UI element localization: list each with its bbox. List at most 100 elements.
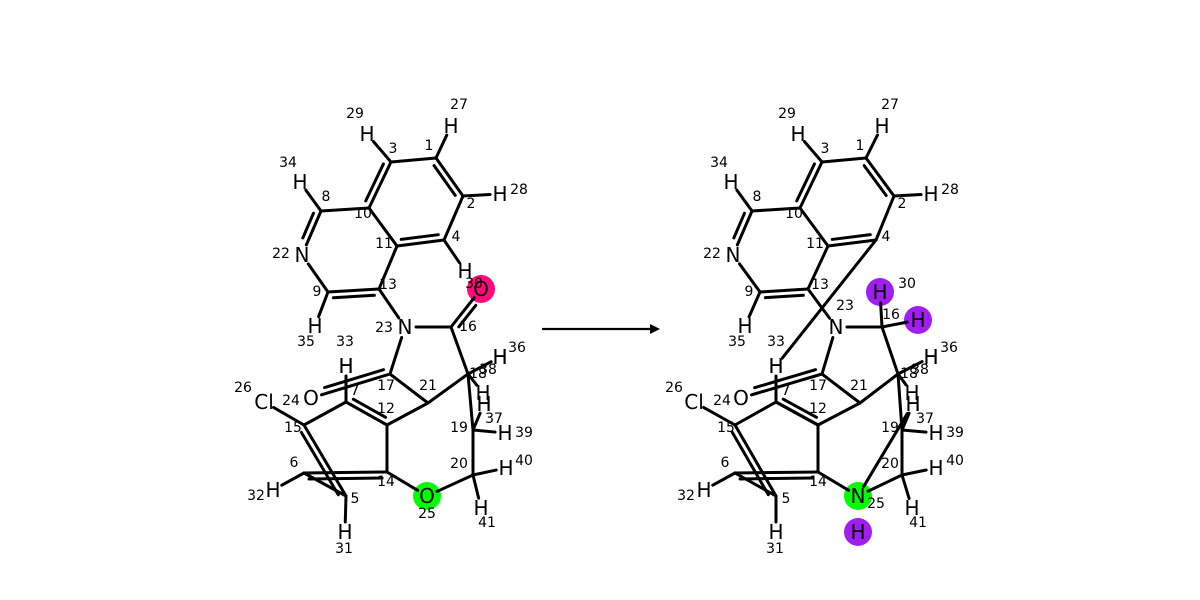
reactant-atom-h: H	[492, 345, 507, 369]
reactant-atom-h-37: H	[476, 392, 491, 416]
reactant-bond	[302, 471, 348, 498]
reactant-bond	[304, 209, 323, 247]
product-atom-h-41: H	[904, 496, 919, 520]
reactant-h-bond	[304, 188, 323, 213]
product-bond-double	[763, 293, 805, 300]
reactant-atom-index-22: 22	[272, 246, 290, 262]
reactant-atom-index-16: 16	[459, 319, 477, 335]
product-atom-index-19: 19	[881, 420, 899, 436]
product-bond-double	[738, 476, 815, 481]
reactant-atom-chlorine-26: Cl	[254, 390, 274, 414]
product-atom-index-4: 4	[882, 229, 891, 245]
reactant-h-bond	[434, 133, 449, 160]
product-atom-index-32: 32	[677, 488, 695, 504]
product-highlight-h42	[904, 306, 932, 334]
reactant-atom-index-40: 40	[515, 453, 533, 469]
reactant-atom-index-17: 17	[377, 378, 395, 394]
reactant-bond	[385, 401, 430, 427]
product-bond	[806, 287, 831, 320]
reactant-bond-double	[301, 211, 316, 240]
product-atom-h-30: H	[872, 280, 887, 304]
reactant-atom-index-18: 18	[469, 366, 487, 382]
reactant-bond	[302, 470, 389, 475]
reactant-atom-o-30: O	[473, 277, 489, 301]
reactant-atom-h-41: H	[473, 496, 488, 520]
product-atom-index-29: 29	[778, 106, 796, 122]
reactant-atom-index-29: 29	[346, 106, 364, 122]
reactant-h-bond	[372, 140, 393, 164]
reactant-bond	[320, 372, 392, 397]
product-bond	[826, 238, 878, 248]
product-atom-index-16: 16	[882, 307, 900, 323]
product-bond	[880, 320, 909, 329]
product-h-bond	[900, 411, 911, 432]
product-atom-index-35: 35	[728, 334, 746, 350]
product-atom-index-26: 26	[665, 380, 683, 396]
reactant-atom-index-3: 3	[389, 141, 398, 157]
product-atom-index-31: 31	[766, 541, 784, 557]
reactant-bond	[302, 400, 348, 427]
reactant-bond-double	[432, 164, 457, 197]
reactant-atom-index-28: 28	[510, 182, 528, 198]
product-atom-index-20: 20	[881, 456, 899, 472]
reactant-bond	[389, 156, 438, 164]
product-atom-h-36: H	[923, 345, 938, 369]
product-atom-h: H	[923, 345, 938, 369]
product-atom-h: H	[850, 520, 865, 544]
product-atom-index-21: 21	[850, 378, 868, 394]
product-bond	[758, 287, 810, 294]
product-bond	[702, 405, 737, 427]
reactant-atom-index-8: 8	[322, 189, 331, 205]
reactant-atom-h-36: H	[492, 345, 507, 369]
reactant-atom-h-32: H	[265, 478, 280, 502]
reactant-atom-index-34: 34	[279, 155, 297, 171]
product-atom-index-41: 41	[909, 515, 927, 531]
reactant-h-bond	[442, 238, 461, 265]
reactant-atom-n-22: N	[295, 243, 310, 267]
product-atom-h-38: H	[904, 381, 919, 405]
reactant-bond	[319, 206, 371, 213]
reactant-bond	[388, 372, 430, 405]
product-atom-h-32: H	[696, 478, 711, 502]
product-atom-index-40: 40	[946, 453, 964, 469]
product-atom-index-2: 2	[898, 196, 907, 212]
reactant-h-bond	[461, 193, 492, 198]
reactant-atom-index-35: 35	[297, 334, 315, 350]
product-bond	[750, 372, 824, 397]
reactant-bond	[426, 372, 470, 405]
product-atom-index-17: 17	[809, 378, 827, 394]
product-atom-index-25: 25	[867, 496, 885, 512]
reactant-atom-o-25: O	[419, 484, 435, 508]
reactant-h-bond	[343, 494, 348, 524]
product-h-bond	[864, 133, 880, 160]
product-atom-h: H	[910, 308, 925, 332]
reactant-atom-index-27: 27	[450, 97, 468, 113]
product-bond	[820, 156, 868, 164]
reactant-atom-index-26: 26	[234, 380, 252, 396]
reactant-atom-index-30: 30	[465, 276, 483, 292]
reactant-atom-index-15: 15	[284, 420, 302, 436]
reactant-atom-h-33: H	[338, 354, 353, 378]
product-bond-double	[781, 397, 818, 419]
reactant-h-bond	[280, 471, 306, 487]
product-h-bond	[735, 188, 754, 213]
right-arrow-icon	[650, 324, 660, 334]
product-h-bond	[896, 360, 924, 376]
product-bond	[798, 206, 830, 248]
product-bond	[862, 411, 909, 489]
reactant-atom-index-39: 39	[515, 425, 533, 441]
product-bond	[858, 372, 900, 405]
reactant-highlight-25	[413, 482, 441, 510]
reactant-h-bond	[471, 468, 498, 477]
product-atom-index-12: 12	[809, 401, 827, 417]
product-bond	[820, 336, 835, 376]
product-bond	[733, 470, 820, 475]
reactant-bond	[306, 262, 330, 294]
reactant-atom-h-38: H	[475, 381, 490, 405]
product-bond	[733, 471, 778, 498]
product-atom-h-40: H	[928, 456, 943, 480]
reactant-bond-double	[351, 397, 388, 419]
reactant-bond-double	[399, 233, 440, 241]
reactant-atom-index-13: 13	[379, 277, 397, 293]
product-bond-double	[830, 233, 872, 241]
